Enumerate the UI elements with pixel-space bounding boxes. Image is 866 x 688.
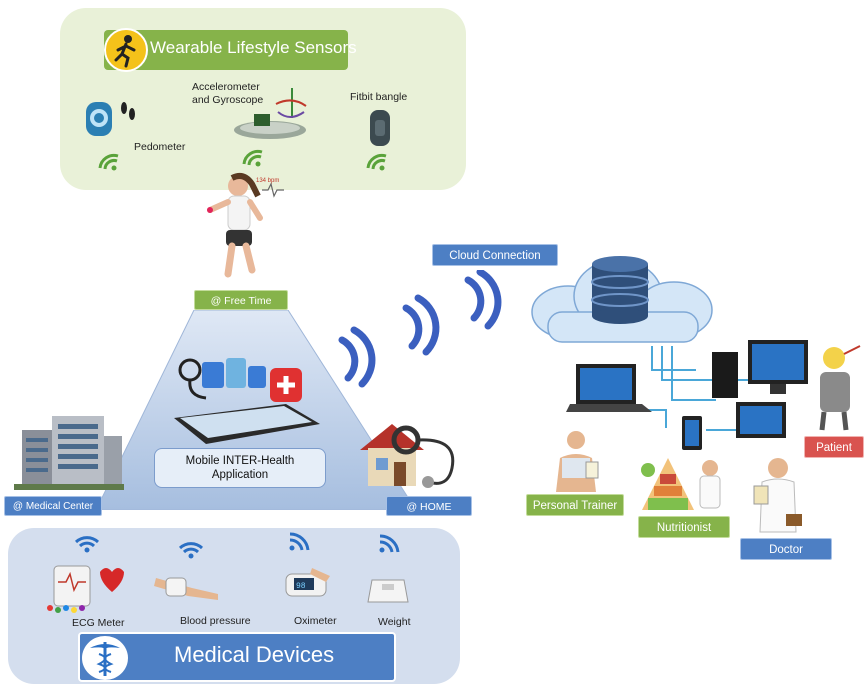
food-pyramid-icon [641, 458, 721, 510]
wireless-signal-icon [178, 542, 204, 559]
accelerometer-chip-icon [234, 88, 307, 139]
pedometer-label: Pedometer [134, 141, 186, 153]
oximeter-icon: 98 [285, 568, 330, 597]
patient-figure [819, 345, 861, 431]
runner-icon [104, 28, 148, 72]
wireless-signal-icon [379, 534, 400, 553]
free-time-tag: @ Free Time [194, 290, 288, 310]
blood-pressure-cuff-icon [154, 577, 218, 600]
doctor-tag: Doctor [740, 538, 832, 560]
weight-label: Weight [378, 616, 411, 628]
wireless-signal-icon [366, 153, 387, 171]
wireless-signal-icon [242, 149, 263, 167]
wearable-title: Wearable Lifestyle Sensors [150, 38, 357, 57]
doctor-figure [753, 458, 802, 533]
mobile-app-box: Mobile INTER-Health Application [154, 448, 326, 488]
wireless-signal-icon [289, 532, 310, 551]
medical-center-building-icon [14, 416, 124, 490]
ecg-meter-label: ECG Meter [72, 617, 125, 629]
app-title-line2: Application [211, 469, 269, 481]
oximeter-label: Oximeter [294, 615, 337, 627]
medical-title-bar [78, 632, 396, 682]
heart-rate-readout: 134 bpm [256, 178, 280, 184]
accelerometer-label: Accelerometer and Gyroscope [192, 81, 264, 106]
medical-center-tag: @ Medical Center [4, 496, 102, 516]
weight-scale-icon [367, 579, 409, 603]
ecg-meter-icon [47, 565, 124, 613]
personal-trainer-figure [556, 431, 599, 492]
wireless-signal-icon [74, 536, 100, 553]
personal-trainer-tag: Personal Trainer [526, 494, 624, 516]
fitbit-label: Fitbit bangle [350, 91, 408, 103]
pedometer-device-icon [86, 102, 135, 136]
wireless-signal-icon [98, 153, 119, 171]
app-title-line1: Mobile INTER-Health [185, 455, 295, 467]
computer-network-illustration [566, 340, 808, 450]
medical-devices-title: Medical Devices [174, 642, 335, 667]
fitbit-bangle-icon [370, 110, 390, 146]
cloud-connection-tag: Cloud Connection [432, 244, 558, 266]
home-tag: @ HOME [386, 496, 472, 516]
svg-text:98: 98 [296, 582, 306, 591]
patient-tag: Patient [804, 436, 864, 458]
home-house-icon [360, 424, 455, 488]
runner-figure [207, 173, 284, 278]
nutritionist-tag: Nutritionist [638, 516, 730, 538]
cloud-database-icon [531, 256, 713, 343]
blood-pressure-label: Blood pressure [180, 615, 251, 627]
mobile-phone-icon [174, 358, 320, 444]
caduceus-icon [82, 636, 128, 680]
wireless-transmission-icon [338, 270, 502, 388]
